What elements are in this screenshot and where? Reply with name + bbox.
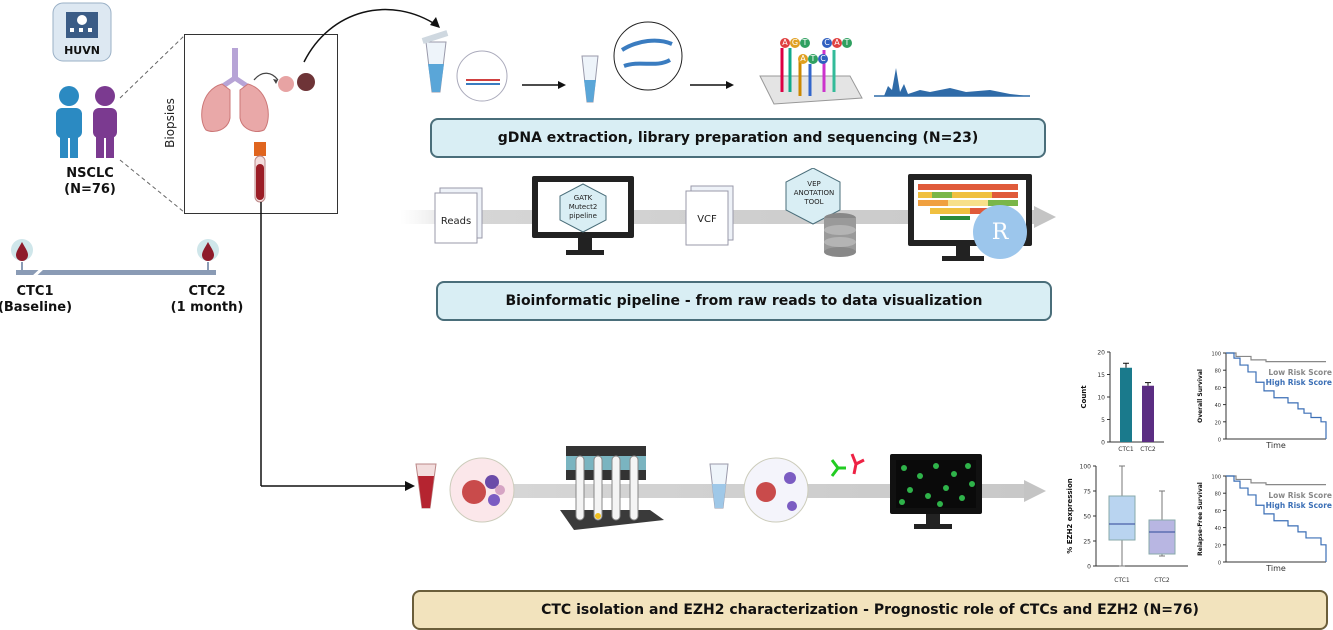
x-axis-label: Time <box>1265 564 1286 573</box>
biopsies-label: Biopsies <box>163 98 177 148</box>
blood-tube-icon <box>254 142 266 203</box>
y-tick-label: 100 <box>1211 475 1221 481</box>
reads-label: Reads <box>440 216 472 227</box>
vep-label: VEP ANOTATION TOOL <box>793 180 835 206</box>
monitor-icon <box>532 176 634 255</box>
blood-drop-icon <box>11 239 33 270</box>
base-letter: T <box>808 54 818 64</box>
legend-entry: High Risk Score <box>1266 378 1332 387</box>
sequencing-banner: gDNA extraction, library preparation and… <box>430 118 1046 158</box>
vep-tool-icon <box>785 168 856 257</box>
y-tick-label: 40 <box>1215 403 1221 409</box>
y-axis-label: Count <box>1080 385 1088 409</box>
ctc-illustration <box>415 446 1046 530</box>
x-tick-label: CTC1 <box>1114 577 1130 584</box>
hospital-icon <box>52 2 112 62</box>
y-tick-label: 75 <box>1083 489 1091 496</box>
y-tick-label: 0 <box>1101 440 1105 447</box>
cohort-name: NSCLC <box>66 166 114 181</box>
y-axis-label: Overall Survival <box>1197 369 1204 423</box>
y-tick-label: 100 <box>1211 352 1221 358</box>
lungs-icon <box>201 48 269 132</box>
patient-male-icon <box>56 86 82 158</box>
left-panel-graphic <box>11 2 219 282</box>
tube-icon <box>709 463 729 509</box>
x-axis-label: Time <box>1265 441 1286 450</box>
legend-entry: Low Risk Score <box>1268 368 1332 377</box>
y-axis-label: Relapse-Free Survival <box>1197 482 1204 556</box>
survival-curve <box>1226 352 1327 439</box>
pipeline-illustration <box>400 168 1056 261</box>
x-tick-label: CTC2 <box>1154 577 1170 584</box>
y-axis-label: % EZH2 expression <box>1066 478 1074 553</box>
x-tick-label: CTC2 <box>1140 446 1156 453</box>
ctc1-sublabel: (Baseline) <box>0 300 73 315</box>
survival-curve <box>1226 475 1326 486</box>
y-tick-label: 20 <box>1215 543 1221 549</box>
tube-icon <box>415 463 437 509</box>
y-tick-label: 25 <box>1083 539 1091 546</box>
x-tick-label: CTC1 <box>1118 446 1134 453</box>
tube-icon <box>421 30 449 93</box>
sequencing-chip-icon <box>759 48 863 105</box>
y-tick-label: 0 <box>1087 564 1091 571</box>
legend-entry: Low Risk Score <box>1268 491 1332 500</box>
r-logo: R <box>991 220 1009 245</box>
base-letter: A <box>798 54 808 64</box>
legend-entry: High Risk Score <box>1266 501 1332 510</box>
bar <box>1120 367 1132 442</box>
y-tick-label: 10 <box>1097 395 1105 402</box>
base-letter: C <box>818 54 828 64</box>
y-tick-label: 5 <box>1101 417 1105 424</box>
cohort-size: (N=76) <box>64 182 116 197</box>
ctc2-label: CTC2 <box>188 284 226 299</box>
y-tick-label: 40 <box>1215 526 1221 532</box>
bioinformatic-banner: Bioinformatic pipeline - from raw reads … <box>436 281 1052 321</box>
survival-curve <box>1226 352 1326 363</box>
tube-icon <box>581 55 599 103</box>
y-tick-label: 15 <box>1097 372 1105 379</box>
ctc2-sublabel: (1 month) <box>170 300 244 315</box>
base-letter: T <box>800 38 810 48</box>
y-tick-label: 20 <box>1097 350 1105 357</box>
blood-drop-icon <box>197 239 219 270</box>
base-letter: A <box>780 38 790 48</box>
base-letter: T <box>842 38 852 48</box>
lungs-illustration <box>201 48 315 203</box>
y-tick-label: 80 <box>1215 492 1221 498</box>
box <box>1148 519 1176 555</box>
base-letter: C <box>822 38 832 48</box>
sequencing-illustration <box>421 21 1030 105</box>
y-tick-label: 20 <box>1215 420 1221 426</box>
monitor-icon <box>890 454 982 529</box>
y-tick-label: 60 <box>1215 386 1221 392</box>
box <box>1108 495 1136 541</box>
curved-arrow <box>303 8 440 63</box>
y-tick-label: 100 <box>1080 464 1092 471</box>
hospital-label: HUVN <box>64 44 100 57</box>
survival-curve <box>1226 475 1327 562</box>
base-letter: G <box>790 38 800 48</box>
vcf-label: VCF <box>697 214 717 225</box>
y-tick-label: 80 <box>1215 369 1221 375</box>
ctc-banner: CTC isolation and EZH2 characterization … <box>412 590 1328 630</box>
patient-female-icon <box>93 86 117 158</box>
ctc1-label: CTC1 <box>16 284 54 299</box>
base-letter: A <box>832 38 842 48</box>
gatk-label: GATK Mutect2 pipeline <box>568 194 598 220</box>
timeline-bar <box>16 270 216 275</box>
y-tick-label: 60 <box>1215 509 1221 515</box>
y-tick-label: 0 <box>1218 561 1221 567</box>
y-tick-label: 0 <box>1218 438 1221 444</box>
bar <box>1142 385 1154 442</box>
connector-arrow <box>260 202 415 491</box>
y-tick-label: 50 <box>1083 514 1091 521</box>
magnetic-rack-icon <box>560 446 664 530</box>
